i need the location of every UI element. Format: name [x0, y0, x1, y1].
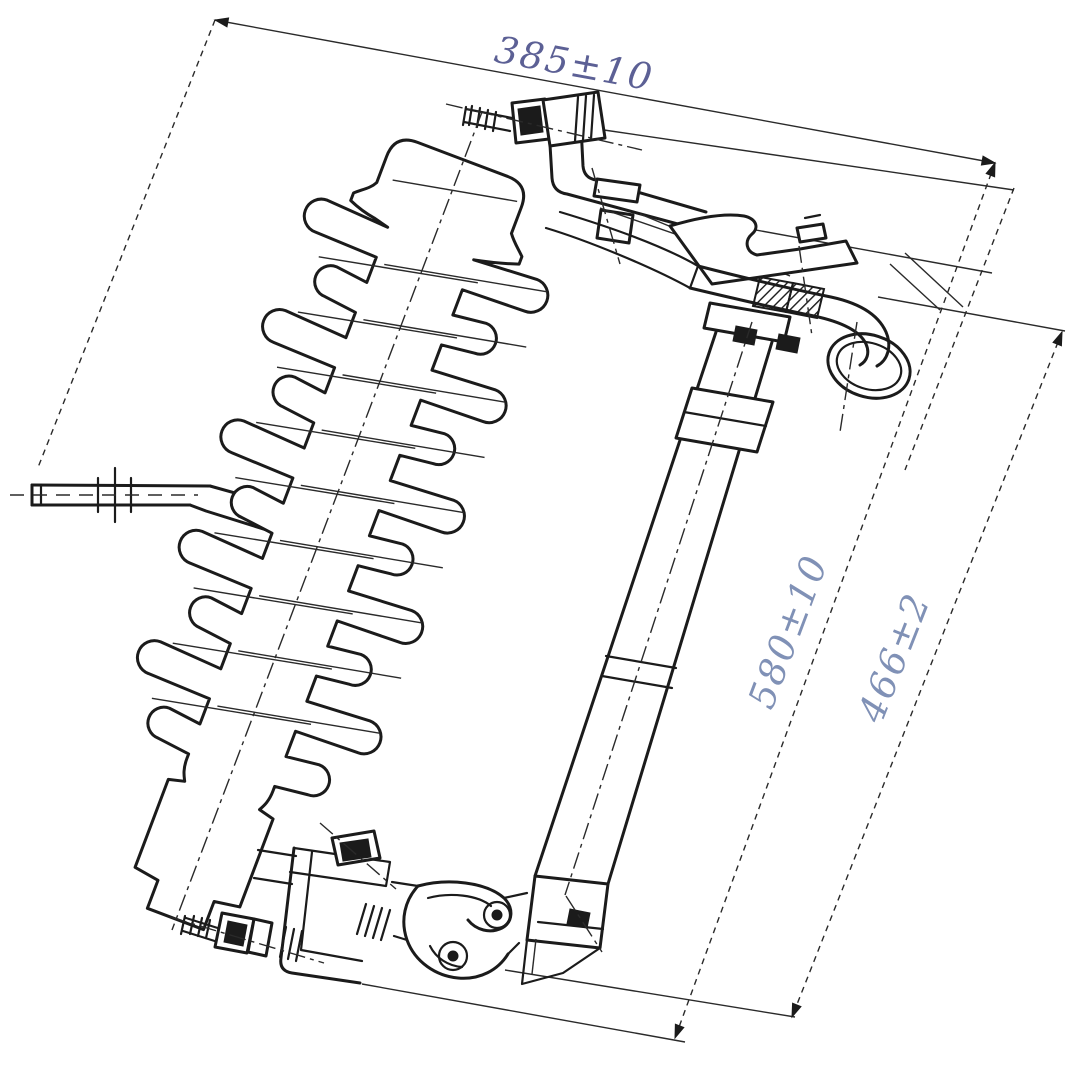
dim-line-466: [791, 331, 1063, 1018]
seat-band: [696, 264, 891, 368]
insulator-axis: [171, 111, 483, 931]
pull-ring: [826, 332, 912, 400]
insulator: [133, 138, 550, 932]
tube-bottom-ferrule: [520, 874, 610, 986]
dim-label-385: 385±10: [491, 28, 657, 100]
top-terminal-stud: [461, 90, 607, 148]
dim-line-385: [214, 19, 996, 164]
insulator-body: [133, 138, 550, 932]
dim-label-466: 466±2: [849, 587, 939, 729]
ext-line-right-short: [904, 187, 1015, 471]
fuse-tube: [520, 330, 775, 986]
dimension-arrowheads: [213, 17, 1063, 1040]
tube-axis: [564, 321, 753, 896]
upper-contact-assembly: [461, 90, 964, 400]
upper-jaw: [668, 213, 859, 286]
ext-line-bottom-1: [504, 969, 796, 1018]
contact-support-arm: [558, 210, 700, 268]
dim-label-580: 580±10: [740, 549, 837, 715]
ext-line-left: [36, 19, 216, 471]
strap-bolt: [592, 177, 642, 245]
ext-line-bottom-2: [361, 983, 686, 1043]
hinge-bracket: [279, 846, 392, 985]
hinge-cam: [390, 880, 529, 980]
insulator-shed-contour-lines: [151, 179, 548, 735]
ext-line-ring: [877, 296, 1066, 332]
lower-hinge-assembly: [179, 829, 529, 985]
ext-line-terminal: [603, 129, 1015, 191]
top-terminal-strap: [547, 126, 702, 232]
lower-terminal-bolt: [179, 911, 304, 963]
centerlines: [10, 103, 858, 964]
ext-line-jaw: [711, 221, 993, 274]
